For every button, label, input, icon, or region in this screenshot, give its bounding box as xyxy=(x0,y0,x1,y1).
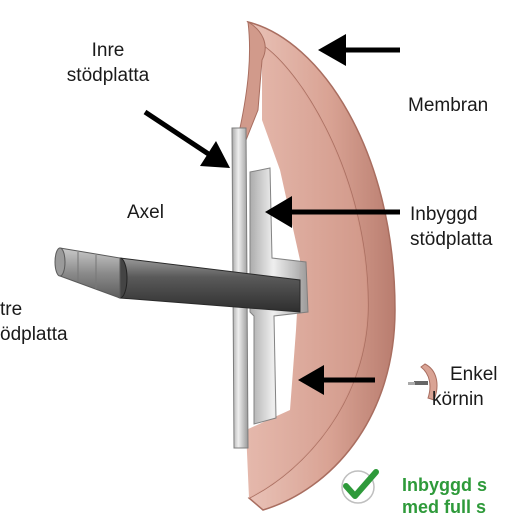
callout-inbyggd: Inbyggd s med full s xyxy=(402,473,487,517)
shaft-tip xyxy=(60,248,120,298)
label-yttre-line1: tre xyxy=(0,297,68,322)
label-inbyggd-line1: Inbyggd xyxy=(410,202,492,227)
check-circle-icon xyxy=(342,471,376,503)
label-enkel-line2: körnin xyxy=(432,387,498,412)
arrow-inre-stodplatta xyxy=(145,112,230,168)
label-membran: Membran xyxy=(408,93,488,118)
label-inre-stodplatta: Inre stödplatta xyxy=(48,38,168,88)
membrane-top-lip xyxy=(240,22,265,140)
label-inbyggd-line2: stödplatta xyxy=(410,227,492,252)
label-enkel-line1: Enkel xyxy=(446,362,498,387)
callout-line1: Inbyggd s xyxy=(402,473,487,497)
label-yttre-stodplatta: tre ödplatta xyxy=(0,297,68,347)
label-inre-line2: stödplatta xyxy=(48,63,168,88)
label-yttre-line2: ödplatta xyxy=(0,322,68,347)
label-inre-line1: Inre xyxy=(48,38,168,63)
callout-line2: med full s xyxy=(402,495,487,517)
label-axel: Axel xyxy=(127,200,164,225)
arrow-membran xyxy=(318,34,400,66)
label-inbyggd-stodplatta: Inbyggd stödplatta xyxy=(410,202,492,252)
label-enkel-korning: Enkel körnin xyxy=(446,362,498,412)
